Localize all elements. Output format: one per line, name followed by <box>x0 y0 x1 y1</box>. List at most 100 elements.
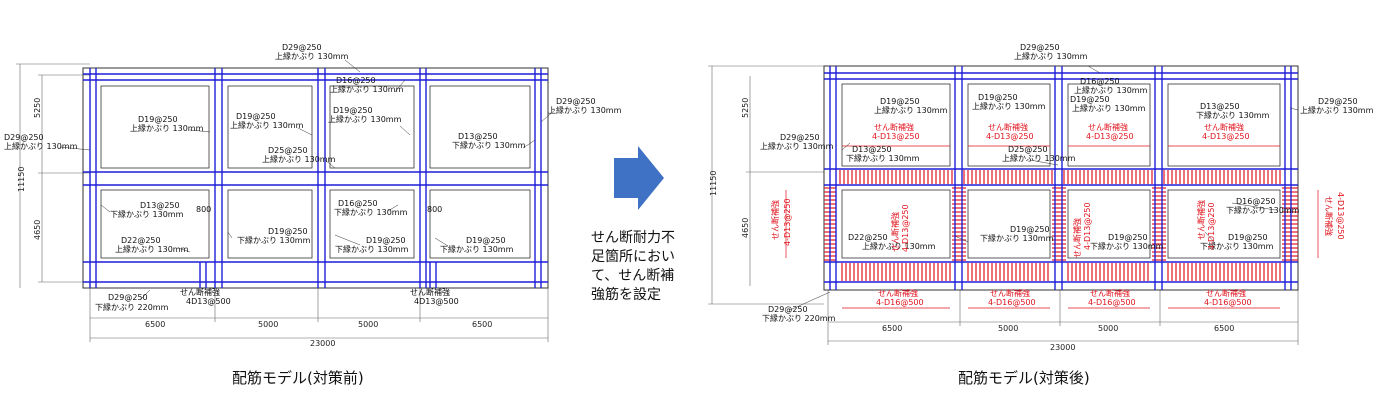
b-l4-bar: D16@250 <box>338 199 378 208</box>
a-shear-right-bar: 4-D13@250 <box>1336 192 1345 240</box>
b-top-bar: D29@250 <box>282 43 322 52</box>
a-c1-cover: 上縁かぶり 130mm <box>874 105 948 115</box>
a-dim-height: 11150 <box>709 171 718 196</box>
b-l6-bar: D19@250 <box>466 236 506 245</box>
b-haunch-left: 800 <box>196 205 211 214</box>
b-dim-span3: 5000 <box>358 320 378 329</box>
b-c4-bar: D13@250 <box>458 132 498 141</box>
a-l6-bar: D19@250 <box>1228 233 1268 242</box>
b-c2-cover: 上縁かぶり 130mm <box>230 120 304 130</box>
a-shear-b3: せん断補強 <box>1090 288 1130 298</box>
a-shear-left-bar: 4-D13@250 <box>783 198 792 246</box>
b-shear-label2: せん断補強 <box>410 287 450 297</box>
a-shear-c1: せん断補強 <box>874 122 914 132</box>
b-right-bar: D29@250 <box>556 97 596 106</box>
a-shear-v3-bar: 4-D13@250 <box>1207 202 1216 250</box>
a-c0-cover: 下縁かぶり 130mm <box>846 153 920 163</box>
a-shear-v2: せん断補強 <box>1072 218 1082 258</box>
a-dim-span4: 6500 <box>1214 324 1234 333</box>
a-shear-b1-bar: 4-D16@500 <box>876 298 924 307</box>
a-shear-v1-bar: 4-D13@250 <box>901 204 910 252</box>
a-c4-bar: D13@250 <box>1200 102 1240 111</box>
a-shear-c1-bar: 4-D13@250 <box>872 132 920 141</box>
b-dim-span2: 5000 <box>258 320 278 329</box>
b-dim-span4: 6500 <box>472 320 492 329</box>
a-l6-cover: 下縁かぶり 130mm <box>1200 241 1274 251</box>
a-shear-c3: せん断補強 <box>1088 122 1128 132</box>
b-haunch-right: 800 <box>427 205 442 214</box>
a-left-cover: 上縁かぶり 130mm <box>760 141 834 151</box>
caption-after: 配筋モデル(対策後) <box>958 369 1090 387</box>
b-left-bar: D29@250 <box>4 133 44 142</box>
b-l1-bar: D13@250 <box>140 201 180 210</box>
b-midtop-bar: D16@250 <box>336 76 376 85</box>
note-line-1: せん断耐力不 <box>591 230 675 246</box>
a-dim-lower: 4650 <box>741 218 750 238</box>
a-midtop-bar: D16@250 <box>1080 77 1120 86</box>
b-l5-bar: D19@250 <box>366 236 406 245</box>
a-shear-b2-bar: 4-D16@500 <box>988 298 1036 307</box>
a-mid-cover: 上縁かぶり 130mm <box>1002 153 1076 163</box>
a-shear-v1: せん断補強 <box>890 212 900 252</box>
a-dim-total: 23000 <box>1050 343 1075 352</box>
a-shear-c2: せん断補強 <box>988 122 1028 132</box>
a-right-cover: 上縁かぶり 130mm <box>1300 105 1374 115</box>
a-l2-cover: 上縁かぶり 130mm <box>862 241 936 251</box>
b-l3-cover: 下縁かぶり 130mm <box>237 235 311 245</box>
a-bottom-cover: 下縁かぶり 220mm <box>762 313 836 323</box>
a-c4-cover: 下縁かぶり 130mm <box>1196 110 1270 120</box>
a-shear-c4-bar: 4-D13@250 <box>1202 132 1250 141</box>
a-shear-right: せん断補強 <box>1324 196 1334 236</box>
b-c4-cover: 下縁かぶり 130mm <box>452 140 526 150</box>
a-shear-b4: せん断補強 <box>1206 288 1246 298</box>
a-l5-bar: D19@250 <box>1108 233 1148 242</box>
a-c0-bar: D13@250 <box>852 145 892 154</box>
a-l3-bar: D19@250 <box>1010 225 1050 234</box>
before-model: D29@250 上縁かぶり 130mm D16@250 上縁かぶり 130mm … <box>4 43 622 348</box>
a-shear-c3-bar: 4-D13@250 <box>1086 132 1134 141</box>
b-c1-cover: 上縁かぶり 130mm <box>130 123 204 133</box>
a-dim-upper: 5250 <box>741 98 750 118</box>
a-right-bar: D29@250 <box>1318 97 1358 106</box>
b-l4-cover: 下縁かぶり 130mm <box>334 207 408 217</box>
note-line-4: 強筋を設定 <box>591 286 661 303</box>
a-l3-cover: 下縁かぶり 130mm <box>980 233 1054 243</box>
b-l6-cover: 下縁かぶり 130mm <box>440 244 514 254</box>
b-shear-bar2: 4D13@500 <box>414 297 459 306</box>
b-left-cover: 上縁かぶり 130mm <box>4 141 78 151</box>
a-dim-span1: 6500 <box>882 324 902 333</box>
note-line-2: 足箇所におい <box>591 248 675 265</box>
b-bottom-bar: D29@250 <box>108 293 148 302</box>
a-shear-v3: せん断補強 <box>1196 200 1206 240</box>
a-dim-span3: 5000 <box>1098 324 1118 333</box>
b-l2-cover: 上縁かぶり 130mm <box>115 244 189 254</box>
a-c2-cover: 上縁かぶり 130mm <box>972 101 1046 111</box>
b-l5-cover: 下縁かぶり 130mm <box>335 244 409 254</box>
a-shear-b4-bar: 4-D16@500 <box>1204 298 1252 307</box>
b-right-cover: 上縁かぶり 130mm <box>548 105 622 115</box>
a-shear-c2-bar: 4-D13@250 <box>986 132 1034 141</box>
a-c3-cover: 上縁かぶり 130mm <box>1072 103 1146 113</box>
a-shear-b2: せん断補強 <box>990 288 1030 298</box>
b-top-cover: 上縁かぶり 130mm <box>275 51 349 61</box>
a-bottom-bar: D29@250 <box>768 305 808 314</box>
a-shear-v2-bar: 4-D13@250 <box>1083 202 1092 250</box>
a-c1-bar: D19@250 <box>880 97 920 106</box>
b-dim-total: 23000 <box>310 339 335 348</box>
a-mid-bar: D25@250 <box>1008 145 1048 154</box>
a-l4-bar: D16@250 <box>1236 197 1276 206</box>
a-shear-b3-bar: 4-D16@500 <box>1088 298 1136 307</box>
b-c1-bar: D19@250 <box>138 115 178 124</box>
note-line-3: て、せん断補 <box>591 268 674 284</box>
b-c2-bar: D19@250 <box>236 112 276 121</box>
b-shear-label: せん断補強 <box>180 287 220 297</box>
b-mid-bar: D25@250 <box>268 146 308 155</box>
a-shear-c4: せん断補強 <box>1204 122 1244 132</box>
b-c3-cover: 上縁かぶり 130mm <box>328 114 402 124</box>
b-c3-bar: D19@250 <box>333 106 373 115</box>
b-mid-cover: 上縁かぶり 130mm <box>262 154 336 164</box>
b-shear-bar: 4D13@500 <box>186 297 231 306</box>
b-dim-upper: 5250 <box>33 98 42 118</box>
a-c2-bar: D19@250 <box>978 93 1018 102</box>
